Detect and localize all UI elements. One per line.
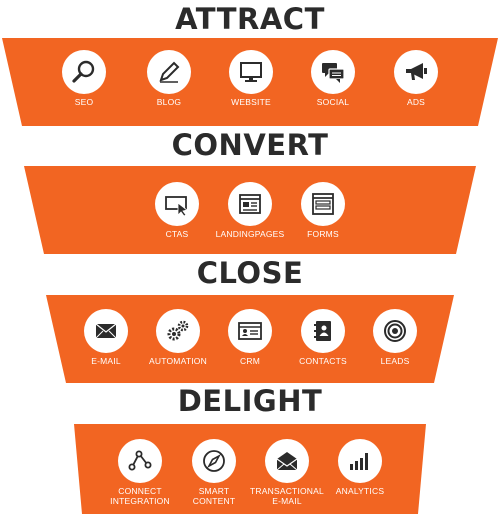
cursor-click-icon [155, 182, 199, 226]
item-label: LANDINGPAGES [215, 229, 285, 239]
stage-title-close: CLOSE [196, 256, 304, 290]
gears-icon [156, 309, 200, 353]
address-book-icon [301, 309, 345, 353]
item-label: SMART CONTENT [192, 486, 236, 506]
item-label: AUTOMATION [149, 356, 207, 366]
stage-title-attract: ATTRACT [175, 2, 325, 36]
item-label: CTAs [165, 229, 189, 239]
browser-page-icon [228, 182, 272, 226]
compass-icon [192, 439, 236, 483]
item-label: CONTACTS [299, 356, 347, 366]
item-label: ADS [406, 97, 426, 107]
item-label: E-MAIL [91, 356, 121, 366]
attract-item-seo[interactable]: SEO [44, 50, 124, 107]
envelope-icon [84, 309, 128, 353]
close-item-automation[interactable]: AUTOMATION [138, 309, 218, 366]
chat-icon [311, 50, 355, 94]
search-icon [62, 50, 106, 94]
close-item-crm[interactable]: CRM [210, 309, 290, 366]
attract-item-ads[interactable]: ADS [376, 50, 456, 107]
connect-nodes-icon [118, 439, 162, 483]
close-item-contacts[interactable]: CONTACTS [283, 309, 363, 366]
bar-chart-icon [338, 439, 382, 483]
close-item-leads[interactable]: LEADS [355, 309, 435, 366]
item-label: SEO [74, 97, 94, 107]
item-label: WEBSITE [231, 97, 271, 107]
stage-title-delight: DELIGHT [177, 384, 323, 418]
item-label: LEADS [380, 356, 410, 366]
delight-item-analytics[interactable]: ANALYTICS [320, 439, 400, 496]
funnel-band-delight: CONNECT INTEGRATION SMART CONTENT TRANSA… [0, 424, 500, 514]
target-icon [373, 309, 417, 353]
item-label: CONNECT INTEGRATION [110, 486, 170, 506]
item-label: TRANSACTIONAL E-MAIL [250, 486, 324, 506]
item-label: SOCIAL [316, 97, 350, 107]
stage-title-convert: CONVERT [171, 128, 329, 162]
attract-item-website[interactable]: WEBSITE [211, 50, 291, 107]
item-label: CRM [240, 356, 260, 366]
attract-item-social[interactable]: SOCIAL [293, 50, 373, 107]
convert-item-ctas[interactable]: CTAs [137, 182, 217, 239]
item-label: BLOG [156, 97, 182, 107]
delight-item-smart-content[interactable]: SMART CONTENT [174, 439, 254, 506]
item-label: FORMS [307, 229, 339, 239]
attract-item-blog[interactable]: BLOG [129, 50, 209, 107]
envelope-icon [265, 439, 309, 483]
monitor-icon [229, 50, 273, 94]
id-card-icon [228, 309, 272, 353]
item-label: ANALYTICS [335, 486, 385, 496]
convert-item-landingpages[interactable]: LANDINGPAGES [210, 182, 290, 239]
form-icon [301, 182, 345, 226]
pencil-icon [147, 50, 191, 94]
funnel-band-attract: SEO BLOG WEBSITE SOCIAL ADS [0, 38, 500, 126]
funnel-band-convert: CTAs LANDINGPAGES FORMS [0, 166, 500, 254]
close-item-email[interactable]: E-MAIL [66, 309, 146, 366]
delight-item-connect-integration[interactable]: CONNECT INTEGRATION [100, 439, 180, 506]
funnel-band-close: E-MAIL AUTOMATION CRM CONTACTS LEADS [0, 295, 500, 383]
megaphone-icon [394, 50, 438, 94]
delight-item-transactional-email[interactable]: TRANSACTIONAL E-MAIL [247, 439, 327, 506]
convert-item-forms[interactable]: FORMS [283, 182, 363, 239]
